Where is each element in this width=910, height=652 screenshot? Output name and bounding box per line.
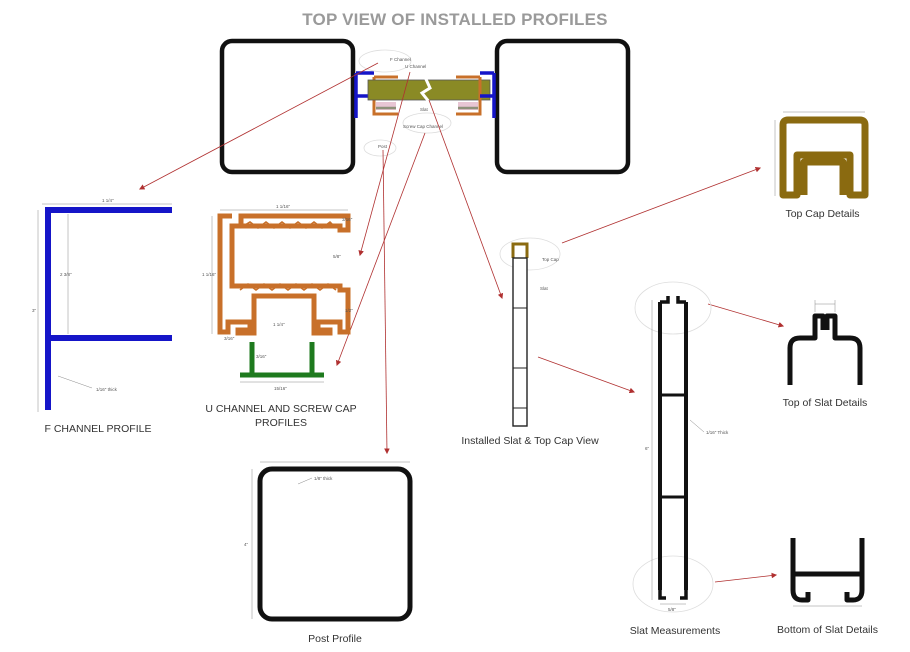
label-installed-slat: Installed Slat & Top Cap View bbox=[461, 435, 599, 447]
dim-sc-h: 3/16" bbox=[256, 354, 267, 359]
bottom-of-slat-details bbox=[790, 538, 865, 607]
label-post-profile: Post Profile bbox=[308, 633, 362, 645]
label-top-of-slat: Top of Slat Details bbox=[782, 397, 868, 409]
label-top-cap-details: Top Cap Details bbox=[785, 208, 860, 220]
callout-arrows bbox=[139, 62, 785, 583]
dim-u-gap-top: 3/16" bbox=[342, 217, 353, 222]
dim-post-wall: 1/8" thick bbox=[314, 476, 333, 481]
callout-post: Post bbox=[378, 144, 388, 149]
top-cap-details bbox=[774, 111, 869, 199]
dim-sc-w: 15/16" bbox=[274, 386, 287, 391]
right-post bbox=[494, 38, 631, 175]
slat-measurements: 6" 1/16" Thick 5/8" bbox=[632, 281, 729, 613]
label-slat-measurements: Slat Measurements bbox=[629, 625, 721, 637]
dim-f-top: 1 1/4" bbox=[102, 198, 114, 203]
dim-f-mid: 2 3/8" bbox=[60, 272, 72, 277]
dim-u-gap: 3/16" bbox=[224, 336, 235, 341]
dim-u-bottom: 1 1/4" bbox=[273, 322, 285, 327]
dim-f-side: 3" bbox=[32, 308, 37, 313]
dim-slat-h: 6" bbox=[645, 446, 650, 451]
dim-post-side: 4" bbox=[244, 542, 249, 547]
label-bottom-of-slat: Bottom of Slat Details bbox=[777, 624, 878, 636]
f-channel-profile: 1 1/4" 2 3/8" 3" 1/16" thick bbox=[32, 198, 172, 412]
callout-slat-small: Slat bbox=[540, 286, 549, 291]
left-post bbox=[219, 38, 356, 175]
screw-cap-profile: 15/16" 3/16" bbox=[240, 342, 324, 391]
right-u-channel bbox=[456, 75, 482, 116]
callout-screw-cap: Screw Cap Channel bbox=[403, 124, 443, 129]
label-f-channel: F CHANNEL PROFILE bbox=[44, 423, 152, 435]
callout-u-channel: U Channel bbox=[405, 64, 426, 69]
dim-u-inner2: 1/2" bbox=[345, 308, 353, 313]
diagram-title: TOP VIEW OF INSTALLED PROFILES bbox=[302, 10, 608, 29]
dim-slat-w: 5/8" bbox=[668, 607, 676, 612]
dim-u-inner: 5/8" bbox=[333, 254, 341, 259]
callout-f-channel: F Channel bbox=[390, 57, 411, 62]
dim-u-side: 1 1/16" bbox=[202, 272, 217, 277]
top-of-slat-details bbox=[787, 300, 863, 385]
dim-u-top: 1 1/16" bbox=[276, 204, 291, 209]
dim-slat-thick: 1/16" Thick bbox=[706, 430, 729, 435]
dim-f-thick: 1/16" thick bbox=[96, 387, 118, 392]
callout-slat: Slat bbox=[420, 107, 429, 112]
u-channel-profile: 1 1/16" 1 1/16" 5/8" 1/2" 1 1/4" 3/16" 3… bbox=[202, 204, 353, 341]
callout-top-cap: Top Cap bbox=[542, 257, 559, 262]
post-profile: 1/8" thick 4" bbox=[244, 461, 413, 622]
installed-slat-view: Top Cap Slat bbox=[499, 237, 561, 427]
right-f-channel bbox=[480, 71, 496, 118]
installed-top-view: F Channel U Channel Slat Screw Cap Chann… bbox=[219, 38, 631, 175]
label-u-channel-line1: U CHANNEL AND SCREW CAP bbox=[205, 403, 357, 415]
label-u-channel-line2: PROFILES bbox=[255, 417, 307, 429]
